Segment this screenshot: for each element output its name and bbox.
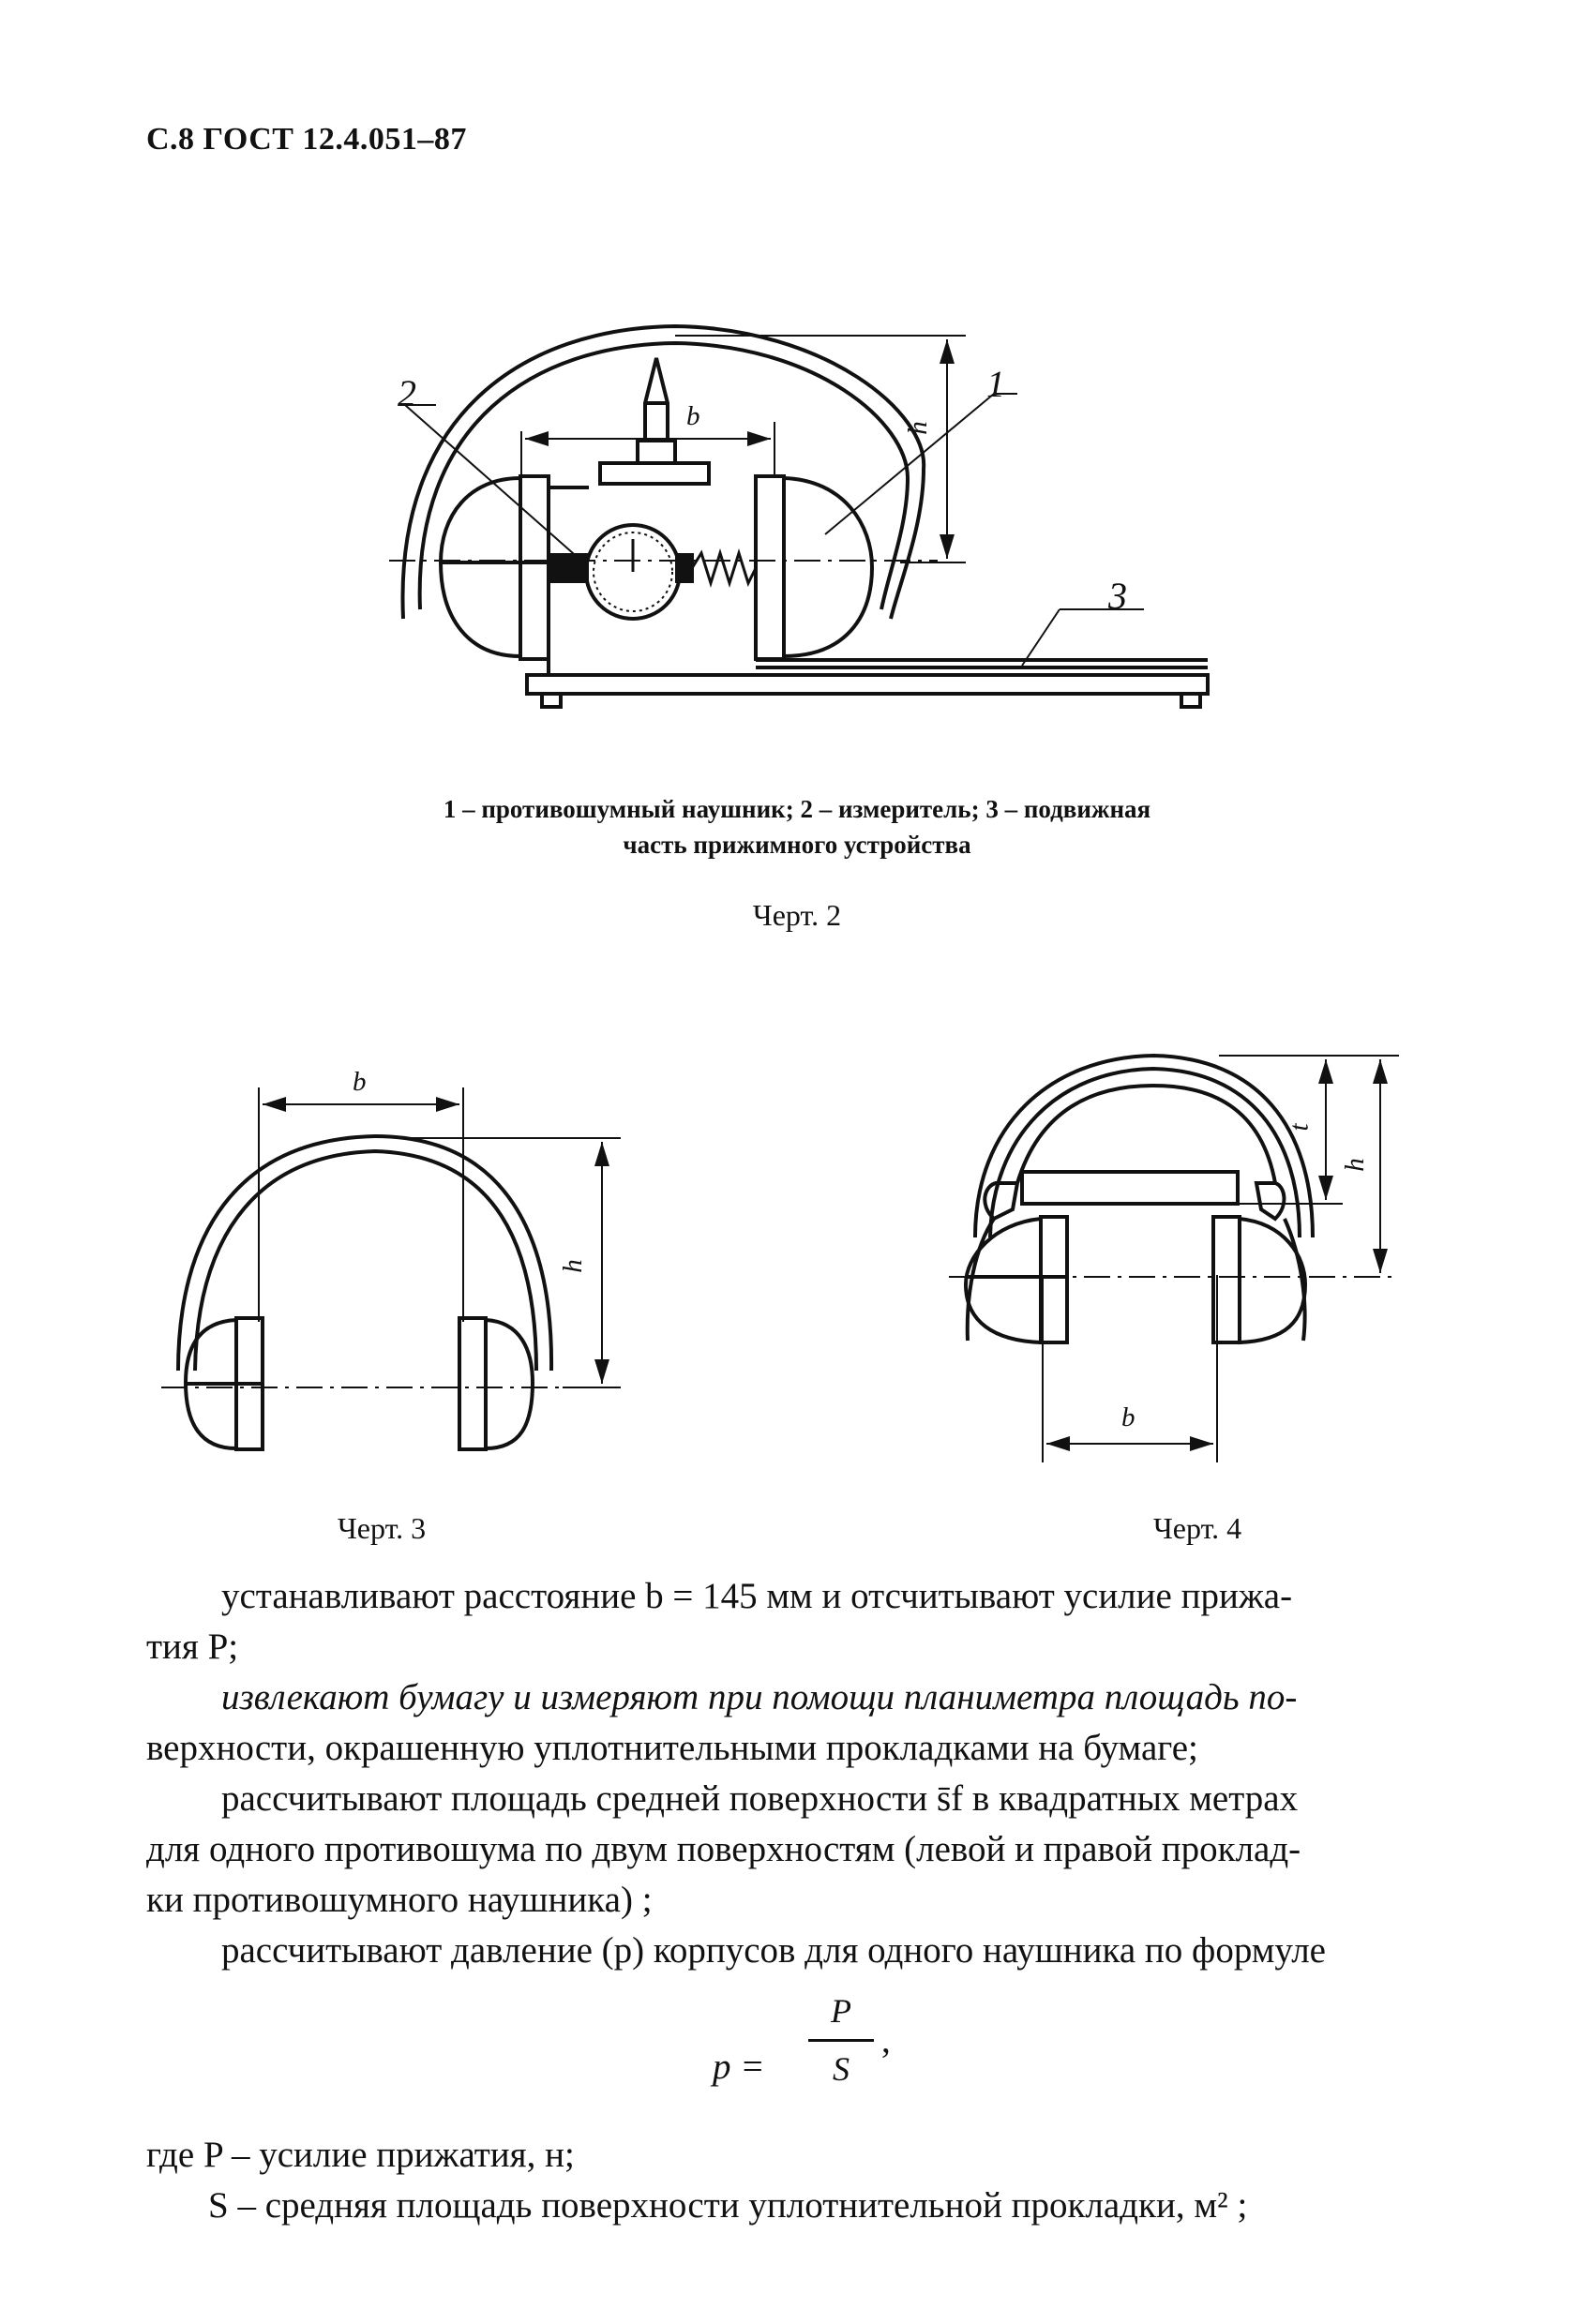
where-line-2: S – средняя площадь поверхности уплотнит… (208, 2185, 1248, 2226)
fig2-label-b: b (686, 401, 700, 431)
formula-lhs: p = (713, 2047, 765, 2087)
fig4-title: Черт. 4 (1153, 1511, 1242, 1545)
formula-numerator: P (831, 1992, 851, 2030)
fig3-title: Черт. 3 (338, 1511, 427, 1545)
page-header: С.8 ГОСТ 12.4.051–87 (146, 122, 467, 157)
paragraph-3-line-3: ки противошумного наушника) ; (146, 1880, 653, 1920)
formula-comma: , (881, 2020, 891, 2061)
fig4-label-t: t (1284, 1123, 1315, 1132)
where-line-1: где P – усилие прижатия, н; (146, 2135, 575, 2175)
figure-3-drawing (161, 1087, 621, 1451)
fig2-caption-line1: 1 – противошумный наушник; 2 – измерител… (443, 795, 1151, 823)
paragraph-1-line-1: устанавливают расстояние b = 145 мм и от… (221, 1576, 1293, 1616)
paragraph-3-line-2: для одного противошума по двум поверхнос… (146, 1829, 1301, 1869)
fig3-label-b: b (353, 1067, 367, 1097)
paragraph-1-line-2: тия P; (146, 1627, 239, 1667)
fig2-label-1: 1 (986, 363, 1005, 405)
fig2-label-3: 3 (1108, 575, 1127, 617)
fig4-label-h: h (1339, 1158, 1370, 1172)
figure-4-drawing (949, 1053, 1399, 1462)
paragraph-2-line-1: извлекают бумагу и измеряют при помощи п… (221, 1677, 1298, 1717)
formula-denominator: S (833, 2050, 850, 2088)
fig2-label-2: 2 (398, 372, 416, 414)
fig2-caption-line2: часть прижимного устройства (623, 831, 971, 859)
fig2-title: Черт. 2 (752, 898, 842, 932)
paragraph-2-line-2: верхности, окрашенную уплотнительными пр… (146, 1728, 1198, 1768)
paragraph-4: рассчитывают давление (p) корпусов для о… (221, 1930, 1326, 1971)
fig4-label-b: b (1121, 1402, 1135, 1432)
figure-2-drawing (389, 323, 1210, 709)
formula-fraction-bar (808, 2039, 874, 2042)
paragraph-3-line-1: рассчитывают площадь средней поверхности… (221, 1778, 1299, 1819)
